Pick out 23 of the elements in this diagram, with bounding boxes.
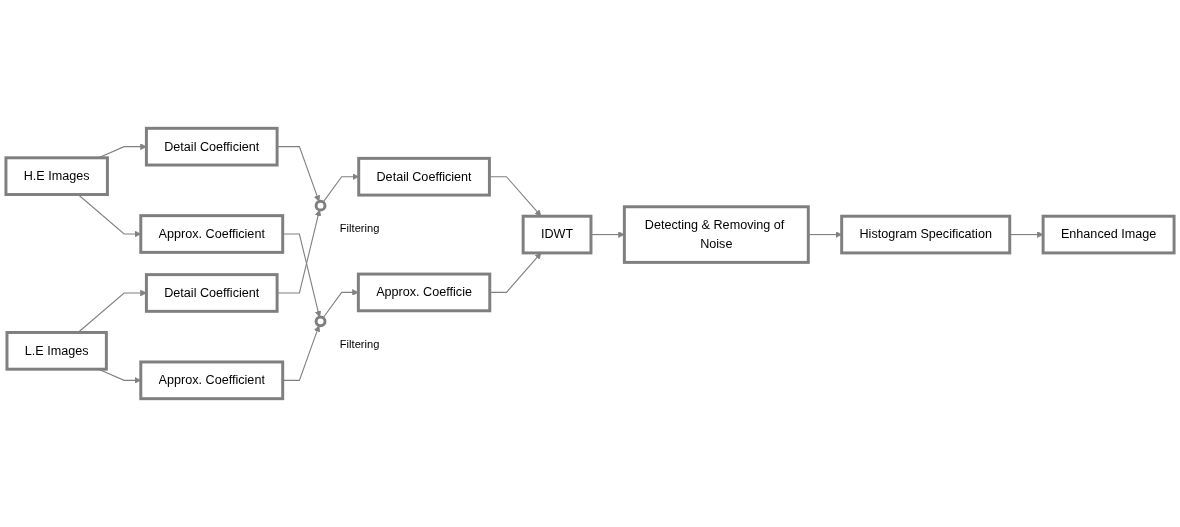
node-circle [314, 315, 327, 328]
node-label: Filtering [339, 337, 380, 351]
node-box: Approx. Coefficient [139, 360, 285, 401]
node-box: Detail Coefficient [357, 156, 491, 197]
node-box: L.E Images [5, 331, 108, 371]
arrow [282, 325, 321, 381]
node-box: Enhanced Image [1041, 214, 1176, 255]
node-box: Detecting & Removing of Noise [622, 205, 810, 264]
node-box: Detail Coefficient [144, 273, 279, 313]
arrow [489, 252, 542, 293]
node-box: Approx. Coefficie [356, 272, 492, 313]
node-box: H.E Images [4, 156, 109, 196]
node-box: Approx. Coefficient [139, 214, 285, 254]
arrow [322, 289, 359, 319]
node-label: Filtering [339, 221, 380, 235]
node-box: Detail Coefficient [144, 126, 279, 167]
arrow [282, 233, 322, 318]
arrow [1009, 231, 1044, 238]
arrow [322, 173, 359, 203]
node-box: IDWT [521, 214, 593, 255]
node-box: Histogram Specification [840, 214, 1012, 255]
arrow [590, 231, 625, 238]
node-circle [314, 199, 327, 212]
